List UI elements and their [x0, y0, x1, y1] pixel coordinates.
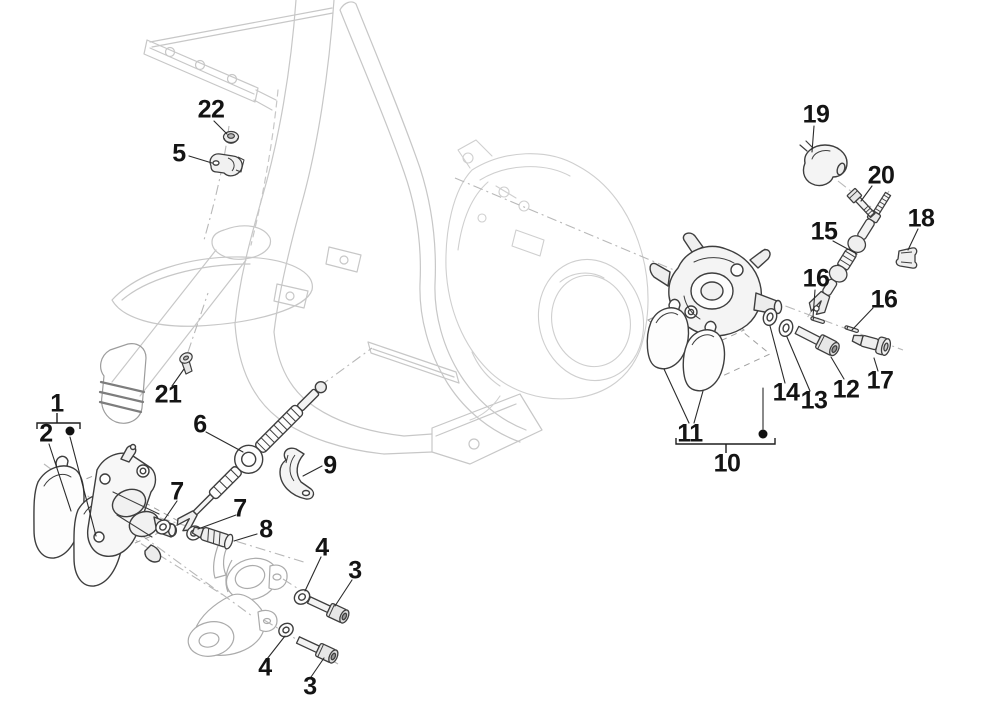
- callout-3-lower[interactable]: 3: [303, 672, 317, 701]
- callout-15[interactable]: 15: [810, 217, 838, 246]
- front-brake-pads: [646, 298, 726, 392]
- mount-bolt-lower: [295, 636, 339, 664]
- engine-ghost: [445, 139, 649, 421]
- callout-4-upper[interactable]: 4: [315, 533, 329, 562]
- rod-adjuster: [191, 526, 234, 550]
- rear-caliper: [86, 443, 178, 563]
- callout-10[interactable]: 10: [713, 449, 741, 478]
- callout-2[interactable]: 2: [39, 419, 53, 448]
- brake-rod: [176, 380, 328, 532]
- fender-screw: [179, 352, 193, 375]
- callout-8[interactable]: 8: [259, 515, 273, 544]
- mount-washers: [278, 589, 311, 638]
- stop-bolt: [846, 188, 876, 219]
- leader-lines: [48, 120, 919, 678]
- callout-12[interactable]: 12: [832, 375, 860, 404]
- callout-17[interactable]: 17: [866, 366, 894, 395]
- callout-7-lower[interactable]: 7: [233, 494, 247, 523]
- cable-clamp: [209, 153, 245, 177]
- callout-7-upper[interactable]: 7: [170, 477, 184, 506]
- callout-16-right[interactable]: 16: [870, 285, 898, 314]
- callout-6[interactable]: 6: [193, 410, 207, 439]
- callout-1[interactable]: 1: [50, 389, 64, 418]
- callout-20[interactable]: 20: [867, 161, 895, 190]
- callout-22[interactable]: 22: [197, 95, 225, 124]
- front-washers: [762, 307, 794, 338]
- group-10-dot: [758, 429, 768, 439]
- callout-18[interactable]: 18: [907, 204, 935, 233]
- front-bolt: [794, 325, 840, 357]
- callout-5[interactable]: 5: [172, 139, 186, 168]
- callout-19[interactable]: 19: [802, 100, 830, 129]
- callout-9[interactable]: 9: [323, 451, 337, 480]
- callout-3-upper[interactable]: 3: [348, 556, 362, 585]
- mount-bolt-upper: [306, 596, 350, 624]
- retainer-clip: [895, 247, 918, 269]
- callout-11[interactable]: 11: [677, 419, 703, 448]
- callout-13[interactable]: 13: [800, 386, 828, 415]
- lever-stop: [799, 140, 848, 187]
- callout-21[interactable]: 21: [154, 380, 182, 409]
- callout-4-lower[interactable]: 4: [258, 653, 272, 682]
- group-1-dot: [65, 426, 75, 436]
- cotter-pin-right: [844, 325, 859, 334]
- rod-end-fitting: [851, 334, 892, 356]
- front-caliper: [649, 232, 783, 354]
- rod-clamp: [279, 447, 315, 500]
- callout-16-left[interactable]: 16: [802, 264, 830, 293]
- group-dots: [65, 426, 768, 439]
- callout-14[interactable]: 14: [772, 378, 800, 407]
- cotter-pin-left: [810, 316, 825, 325]
- caliper-mount-ghost: [187, 542, 288, 657]
- group-brackets: [36, 413, 776, 453]
